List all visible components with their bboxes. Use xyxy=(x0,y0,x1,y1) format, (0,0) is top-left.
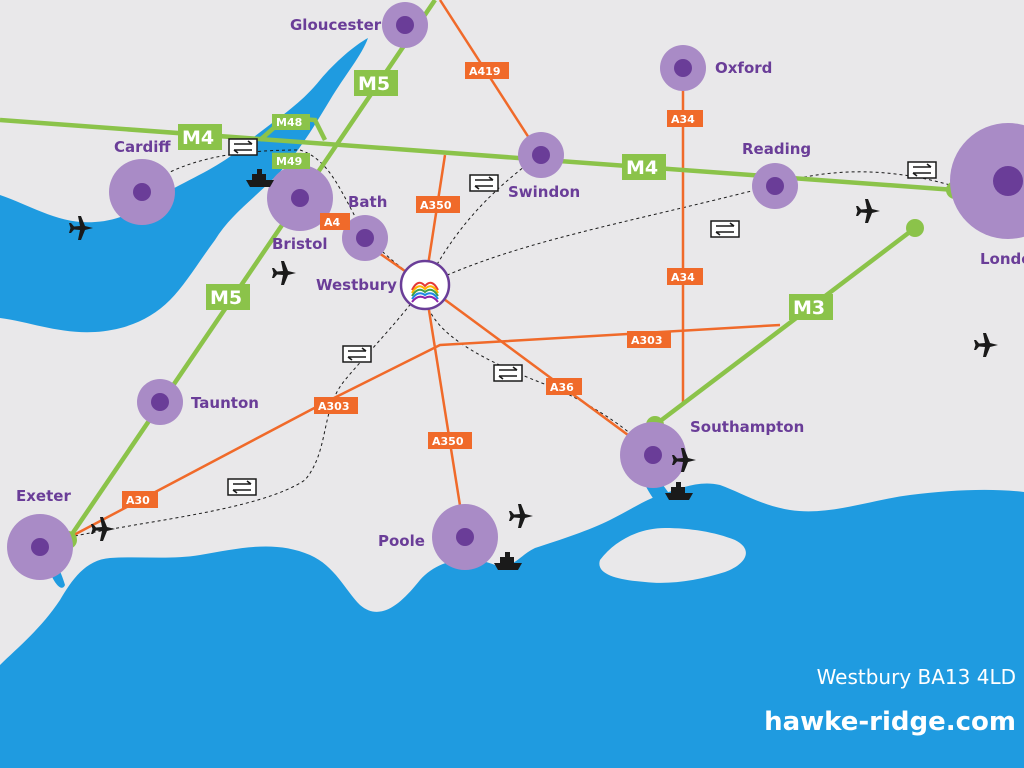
label-gloucester: Gloucester xyxy=(290,16,382,34)
label-a350-north: A350 xyxy=(416,196,460,213)
bristol-channel xyxy=(0,38,368,333)
city-dot-oxford xyxy=(674,59,692,77)
label-poole: Poole xyxy=(378,532,425,550)
english-channel xyxy=(0,483,1024,768)
city-dot-london xyxy=(993,166,1023,196)
svg-text:A36: A36 xyxy=(550,381,574,394)
city-dot-southampton xyxy=(644,446,662,464)
footer-website[interactable]: hawke-ridge.com xyxy=(764,707,1016,737)
city-markers xyxy=(7,2,1024,580)
city-dot-taunton xyxy=(151,393,169,411)
svg-text:A419: A419 xyxy=(469,65,500,78)
book-logo-icon xyxy=(411,281,439,303)
label-westbury: Westbury xyxy=(316,276,397,294)
label-reading: Reading xyxy=(742,140,811,158)
svg-text:M5: M5 xyxy=(210,287,242,309)
label-m49: M49 xyxy=(272,153,310,169)
svg-text:M5: M5 xyxy=(358,73,390,95)
label-bristol: Bristol xyxy=(272,235,328,253)
label-swindon: Swindon xyxy=(508,183,580,201)
label-a4: A4 xyxy=(320,213,350,230)
label-southampton: Southampton xyxy=(690,418,804,436)
city-dot-poole xyxy=(456,528,474,546)
label-taunton: Taunton xyxy=(191,394,259,412)
label-m4-west: M4 xyxy=(178,124,222,150)
label-a34-north: A34 xyxy=(667,110,703,127)
label-a419: A419 xyxy=(465,62,509,79)
isle-of-wight xyxy=(599,528,746,583)
label-m5-north: M5 xyxy=(354,70,398,96)
label-oxford: Oxford xyxy=(715,59,772,77)
city-dot-bath xyxy=(356,229,374,247)
city-dot-bristol xyxy=(291,189,309,207)
label-m48: M48 xyxy=(272,114,310,130)
label-london: London xyxy=(980,250,1024,268)
svg-text:M48: M48 xyxy=(276,116,302,129)
rail-icon xyxy=(227,478,257,496)
svg-text:M4: M4 xyxy=(626,157,658,179)
city-dot-cardiff xyxy=(133,183,151,201)
label-a303-west: A303 xyxy=(314,397,358,414)
label-m3: M3 xyxy=(789,294,833,320)
svg-text:A350: A350 xyxy=(420,199,452,212)
svg-text:A34: A34 xyxy=(671,113,695,126)
footer-address: Westbury BA13 4LD xyxy=(817,665,1016,689)
label-cardiff: Cardiff xyxy=(114,138,171,156)
rail-icon xyxy=(710,220,740,238)
city-dot-exeter xyxy=(31,538,49,556)
label-a303-east: A303 xyxy=(627,331,671,348)
svg-text:M3: M3 xyxy=(793,297,825,319)
label-a30: A30 xyxy=(122,491,158,508)
motorway-labels: M4 M4 M5 M5 M3 M48 M49 xyxy=(178,70,833,320)
svg-text:A303: A303 xyxy=(318,400,349,413)
city-dot-swindon xyxy=(532,146,550,164)
svg-text:A4: A4 xyxy=(324,216,341,229)
label-a350-south: A350 xyxy=(428,432,472,449)
city-dot-reading xyxy=(766,177,784,195)
a-road-labels: A419 A34 A34 A350 A350 A4 A303 A303 A36 … xyxy=(122,62,703,508)
city-dot-gloucester xyxy=(396,16,414,34)
rail-icon xyxy=(342,345,372,363)
label-a34-south: A34 xyxy=(667,268,703,285)
svg-text:A30: A30 xyxy=(126,494,150,507)
label-a36: A36 xyxy=(546,378,582,395)
svg-text:M49: M49 xyxy=(276,155,302,168)
city-halo-london[interactable] xyxy=(950,123,1024,239)
rail-icon xyxy=(228,138,258,156)
label-bath: Bath xyxy=(348,193,387,211)
label-m5-south: M5 xyxy=(206,284,250,310)
label-exeter: Exeter xyxy=(16,487,71,505)
m3-end-marker xyxy=(906,219,924,237)
svg-text:A350: A350 xyxy=(432,435,464,448)
rail-icon xyxy=(907,161,937,179)
svg-text:A303: A303 xyxy=(631,334,662,347)
label-m4-east: M4 xyxy=(622,154,666,180)
svg-text:A34: A34 xyxy=(671,271,695,284)
svg-text:M4: M4 xyxy=(182,127,214,149)
city-labels: Gloucester Oxford Cardiff Swindon Readin… xyxy=(16,16,1024,550)
hub-westbury[interactable] xyxy=(399,259,451,311)
footer: Westbury BA13 4LD hawke-ridge.com xyxy=(764,665,1016,737)
rail-icon xyxy=(469,174,499,192)
rail-icon xyxy=(493,364,523,382)
